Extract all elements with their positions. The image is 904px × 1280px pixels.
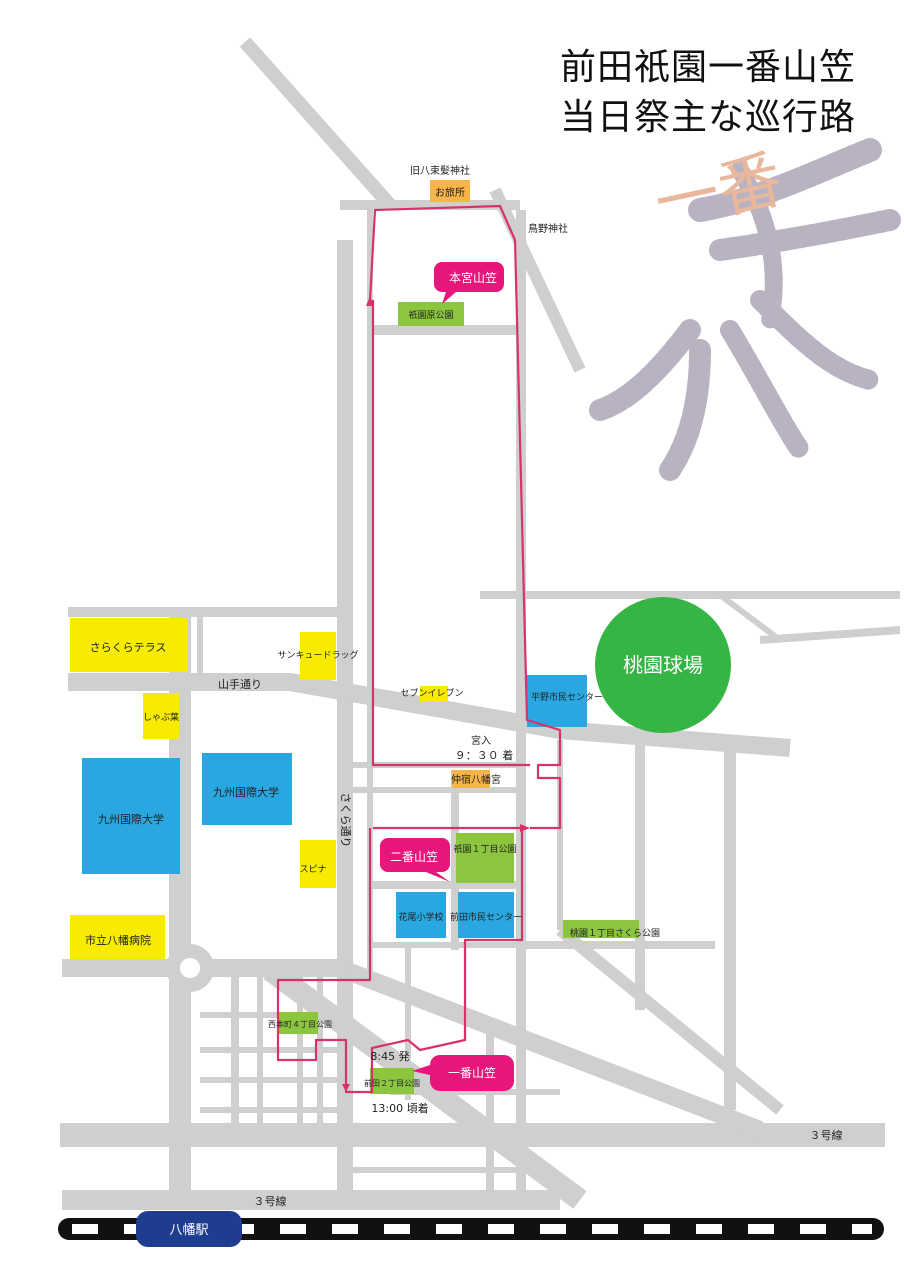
label-hospital: 市立八幡病院 (85, 933, 151, 947)
seven-eleven-box (420, 686, 448, 702)
parade-route (276, 204, 562, 1094)
label-nakajuku: 仲宿八幡宮 (451, 773, 501, 786)
ichiban-callout (412, 1055, 514, 1091)
hirano-center-box (527, 675, 587, 727)
kyushu-univ-2-box (202, 753, 292, 825)
label-sakura-road: さくら通り (339, 793, 352, 848)
shabuyo-box (143, 693, 179, 739)
hongu-callout (434, 262, 504, 304)
label-hongu-float: 本宮山笠 (449, 270, 497, 285)
sankyu-box (300, 632, 336, 680)
sarakura-box (70, 618, 188, 672)
label-oyado: お旅所 (435, 186, 465, 199)
label-maeda-center: 前田市民センター (450, 911, 522, 923)
label-hirano-center: 平野市民センター (531, 691, 603, 703)
station-badge (136, 1211, 242, 1247)
label-torino-shrine: 鳥野神社 (528, 222, 568, 235)
title-line-2: 当日祭主な巡行路 (560, 97, 857, 138)
kyushu-univ-1-box (82, 758, 180, 874)
float-callouts (380, 262, 514, 1091)
label-route3-east: ３号線 (810, 1128, 843, 1142)
maeda2-park-box (370, 1068, 414, 1094)
label-stadium: 桃園球場 (623, 653, 703, 677)
niban-callout (380, 838, 450, 882)
label-hanao-school: 花尾小学校 (398, 911, 443, 923)
label-yamate-road: 山手通り (218, 677, 262, 691)
label-miyairi: 宮入 (471, 734, 491, 747)
label-shabuyo: しゃぶ葉 (143, 711, 179, 723)
hanao-school-box (396, 892, 446, 938)
nakajuku-box (452, 770, 490, 788)
label-arrive-time: 13:00 頃着 (371, 1101, 428, 1115)
label-niban-float: 二番山笠 (390, 849, 438, 864)
railway (58, 1218, 884, 1240)
label-old-shrine: 旧八束髪神社 (410, 164, 470, 177)
label-gionbara-park: 祇園原公園 (408, 309, 453, 321)
spina-box (300, 840, 336, 888)
label-kyushu-univ-2: 九州国際大学 (213, 785, 279, 799)
label-miyairi-time: ９：３０ 着 (455, 748, 514, 762)
rope-emblem-icon: 一番 (589, 138, 901, 481)
title-line-1: 前田祇園一番山笠 (560, 47, 857, 88)
maeda-center-box (458, 892, 514, 938)
label-sankyu: サンキュードラッグ (277, 649, 358, 661)
label-seven-eleven: セブンイレブン (400, 687, 463, 699)
hospital-box (70, 915, 165, 959)
landmark-areas (70, 180, 731, 1094)
label-ichiban-float: 一番山笠 (448, 1065, 496, 1080)
label-kyushu-univ-1: 九州国際大学 (98, 812, 164, 826)
momozono-park-box (563, 920, 639, 938)
label-sarakura: さらくらテラス (90, 641, 167, 654)
label-maeda2-park: 前田２丁目公園 (364, 1078, 420, 1088)
stadium-circle (595, 597, 731, 733)
label-momozono-park: 桃園１丁目さくら公園 (570, 927, 660, 939)
label-route3-west: ３号線 (254, 1194, 287, 1208)
label-spina: スピナ (299, 864, 326, 875)
label-depart-time: 8:45 発 (370, 1049, 409, 1063)
roundabout-center (180, 958, 200, 978)
label-station: 八幡駅 (169, 1223, 208, 1238)
nishihon-park-box (278, 1012, 318, 1034)
gion1-park-box (456, 833, 514, 883)
oyado-box (430, 180, 470, 202)
label-nishihon-park: 西本町４丁目公園 (268, 1019, 332, 1029)
gionbara-park-box (398, 302, 464, 326)
label-gion1-park: 祇園１丁目公園 (453, 843, 516, 855)
